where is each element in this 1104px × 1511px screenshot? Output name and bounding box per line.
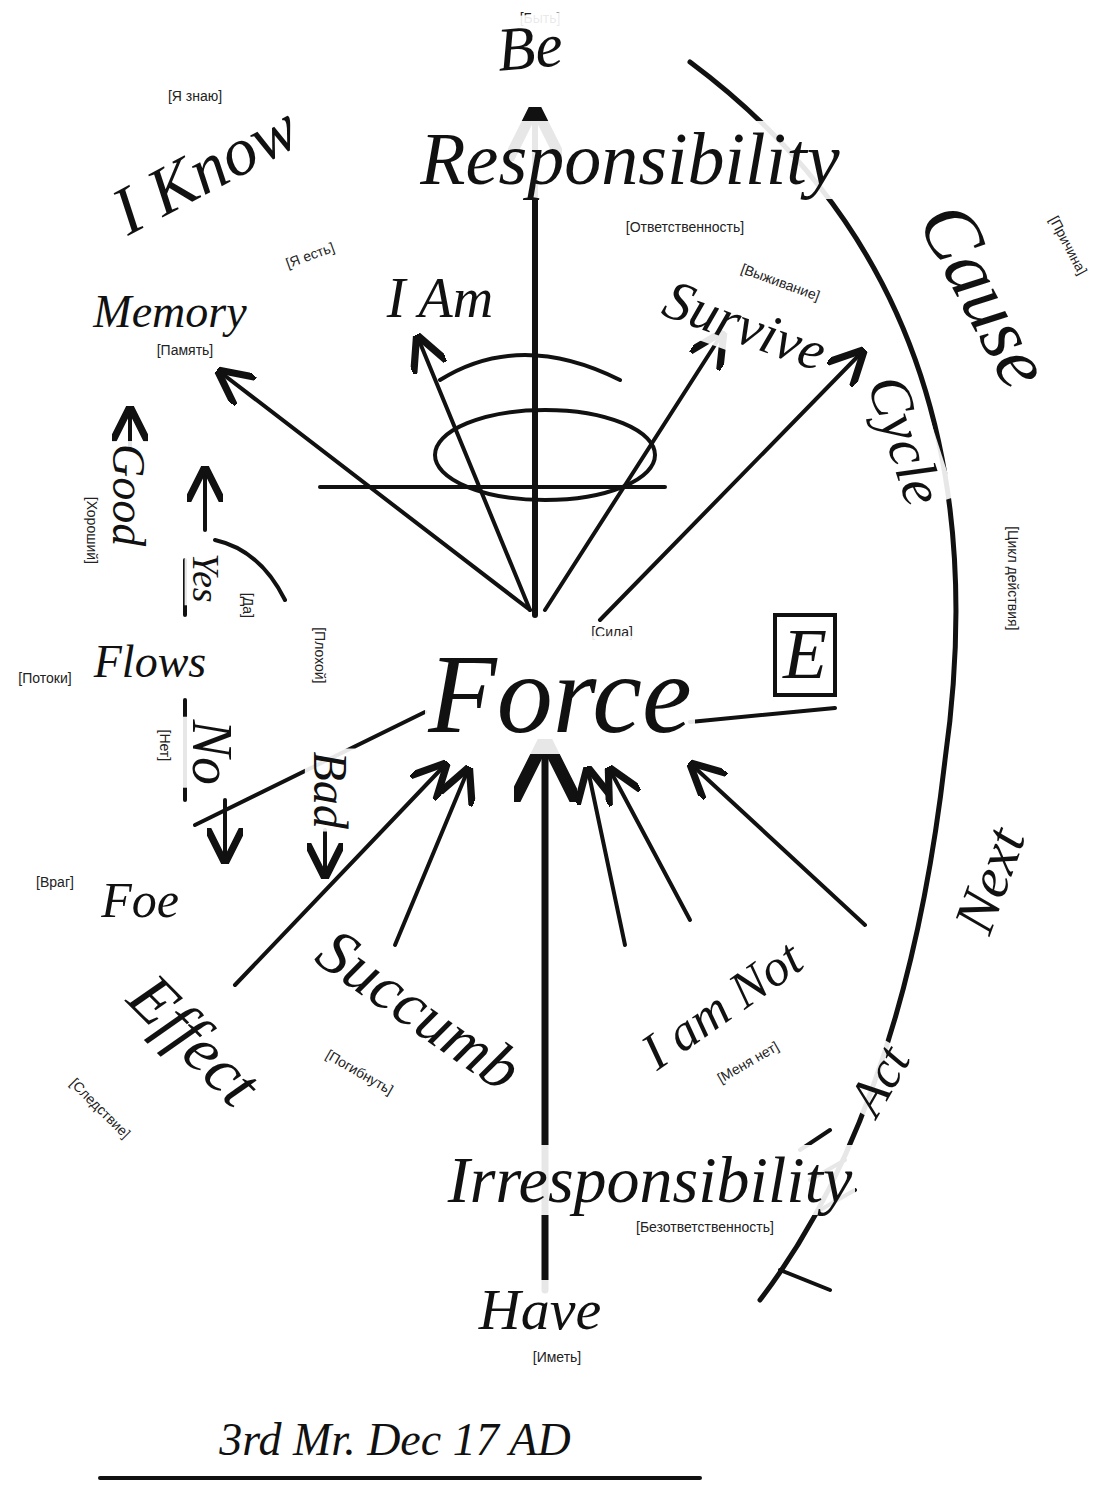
translation-label: [Потоки]	[15, 671, 74, 686]
handwritten-word: Irresponsibility	[445, 1145, 856, 1214]
handwritten-word: Next	[942, 817, 1038, 943]
handwritten-word: Succumb	[304, 915, 537, 1106]
translation-label: [Ответственность]	[623, 220, 747, 235]
handwritten-word: No	[183, 716, 242, 787]
translation-label: [Я есть]	[281, 238, 339, 271]
handwritten-word: Bad	[305, 748, 355, 831]
translation-label: [Память]	[154, 343, 217, 358]
translation-label: [Иметь]	[530, 1350, 585, 1365]
handwritten-word: Effect	[114, 959, 276, 1121]
translation-label: [Нет]	[158, 726, 173, 764]
translation-label: [Я знаю]	[165, 89, 225, 104]
handwritten-word: Act	[838, 1034, 923, 1127]
handwritten-word: I Know	[98, 91, 312, 250]
translation-label: [Да]	[241, 589, 256, 620]
translation-label: [Цикл действия]	[1005, 523, 1020, 633]
handwritten-word: Good	[104, 441, 152, 549]
translation-label: [Плохой]	[313, 624, 328, 686]
handwritten-word: I am Not	[629, 929, 814, 1082]
handwritten-word: Memory	[90, 288, 249, 336]
handwritten-word: Flows	[91, 638, 209, 686]
handwritten-word: Responsibility	[417, 121, 842, 199]
handwritten-word: Cause	[902, 187, 1069, 403]
handwritten-word: Cycle	[855, 365, 956, 515]
translation-label: [Меня нет]	[712, 1037, 783, 1087]
translation-label: [Погибнуть]	[321, 1045, 399, 1098]
handwritten-word: Have	[476, 1280, 604, 1341]
handwritten-word: Force	[425, 636, 694, 754]
translation-label: [Безответственность]	[633, 1220, 777, 1235]
handwritten-word: E	[773, 613, 837, 697]
handwritten-word: I Am	[384, 269, 496, 328]
translation-label: [Хороший]	[85, 493, 100, 566]
handwritten-word: Yes	[185, 550, 225, 605]
handwritten-word: 3rd Mr. Dec 17 AD	[216, 1416, 573, 1464]
handwritten-word: Be	[492, 12, 569, 83]
translation-label: [Враг]	[33, 875, 77, 890]
translation-label: [Причина]	[1045, 211, 1091, 280]
translation-label: [Следствие]	[65, 1073, 135, 1143]
handwritten-word: Foe	[98, 874, 182, 927]
